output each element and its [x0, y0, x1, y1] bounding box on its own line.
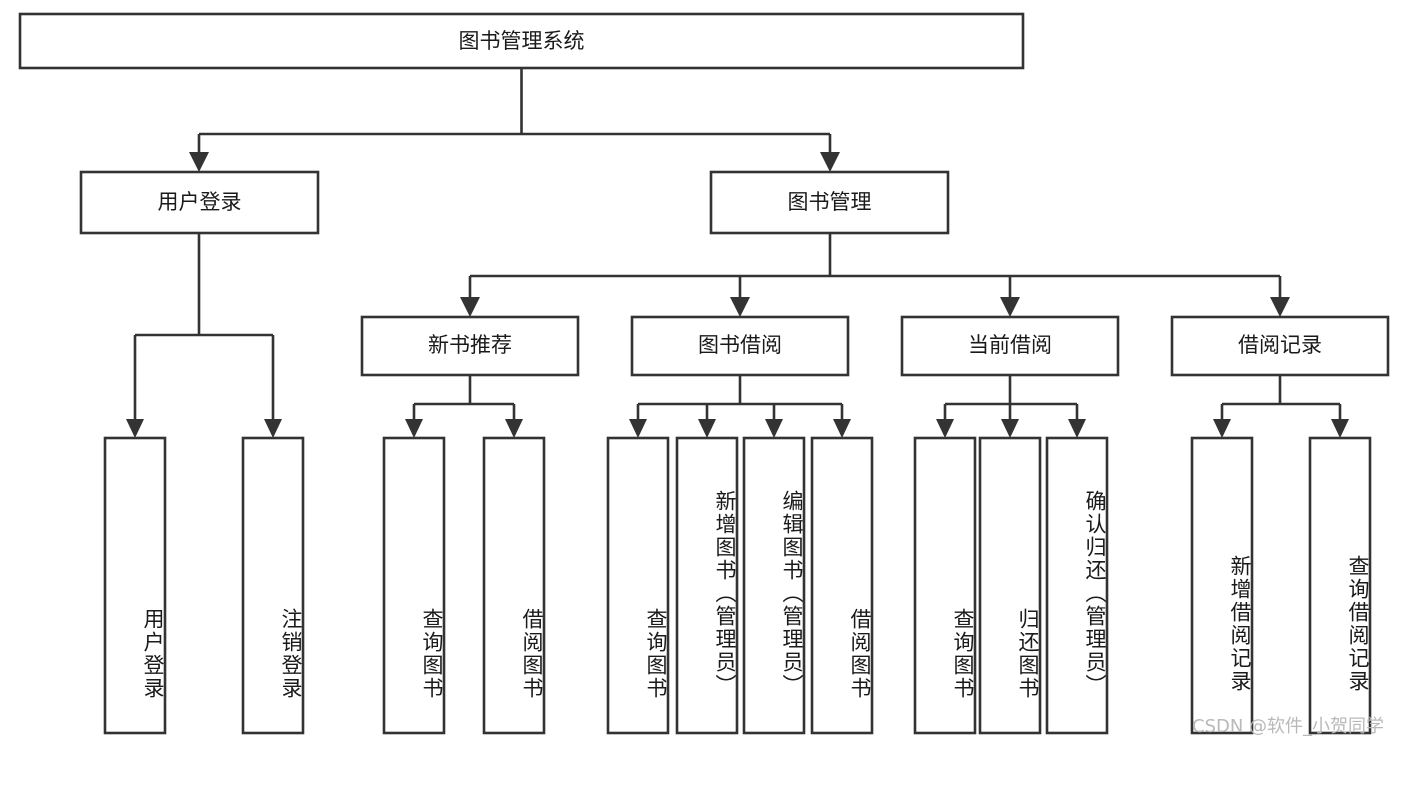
- leaf-box-borrow-record-1[interactable]: [1190, 436, 1254, 735]
- arrowhead-leaf-borrow-2: [698, 419, 716, 438]
- arrowhead-leaf-newbook-1: [405, 419, 423, 438]
- node-book-borrow-label: 图书借阅: [698, 333, 782, 357]
- node-book-borrow-box[interactable]: [630, 315, 850, 377]
- arrowhead-new-book: [460, 297, 480, 317]
- arrowhead-borrow-record: [1270, 297, 1290, 317]
- arrowhead-leaf-newbook-2: [505, 419, 523, 438]
- leaf-box-current-borrow-1[interactable]: [913, 436, 977, 735]
- arrowhead-leaf-record-1: [1213, 419, 1231, 438]
- node-book-mgmt-box[interactable]: [709, 170, 950, 235]
- arrowhead-leaf-user-2: [264, 419, 282, 438]
- leaf-box-user-login-2[interactable]: [241, 436, 305, 735]
- node-new-book-label: 新书推荐: [428, 333, 512, 357]
- arrowhead-leaf-borrow-1: [629, 419, 647, 438]
- leaf-box-borrow-record-2[interactable]: [1308, 436, 1372, 735]
- tree-diagram-svg: 图书管理系统 用户登录 图书管理 新书推荐 图书借阅 当前借阅 借阅记录: [18, 12, 1390, 735]
- node-borrow-record-box[interactable]: [1170, 315, 1390, 377]
- arrowhead-current-borrow: [1000, 297, 1020, 317]
- leaf-box-current-borrow-2[interactable]: [978, 436, 1042, 735]
- arrowhead-leaf-current-1: [936, 419, 954, 438]
- node-book-mgmt-label: 图书管理: [788, 190, 872, 214]
- node-user-login-box[interactable]: [79, 170, 320, 235]
- leaf-box-new-book-1[interactable]: [382, 436, 446, 735]
- leaf-box-book-borrow-3[interactable]: [742, 436, 806, 735]
- edges-layer: [133, 68, 1342, 419]
- node-user-login-label: 用户登录: [158, 190, 242, 214]
- node-borrow-record-label: 借阅记录: [1238, 333, 1322, 357]
- leaf-box-book-borrow-1[interactable]: [606, 436, 670, 735]
- arrowhead-leaf-current-3: [1068, 419, 1086, 438]
- leaf-box-user-login-1[interactable]: [103, 436, 167, 735]
- leaf-box-book-borrow-4[interactable]: [810, 436, 874, 735]
- arrowhead-leaf-current-2: [1001, 419, 1019, 438]
- nodes-layer: 图书管理系统 用户登录 图书管理 新书推荐 图书借阅 当前借阅 借阅记录: [18, 12, 1390, 735]
- arrowhead-user-login: [189, 152, 209, 172]
- node-root-label: 图书管理系统: [459, 29, 585, 53]
- csdn-watermark: CSDN @软件_小贺同学: [1192, 716, 1385, 737]
- arrowhead-leaf-borrow-3: [765, 419, 783, 438]
- arrowhead-book-borrow: [730, 297, 750, 317]
- arrowhead-leaf-user-1: [126, 419, 144, 438]
- arrowheads-layer: [126, 152, 1349, 438]
- diagram-canvas: 图书管理系统 用户登录 图书管理 新书推荐 图书借阅 当前借阅 借阅记录: [18, 12, 1390, 737]
- leaf-box-book-borrow-2[interactable]: [675, 436, 739, 735]
- leaf-box-new-book-2[interactable]: [482, 436, 546, 735]
- arrowhead-leaf-record-2: [1331, 419, 1349, 438]
- arrowhead-book-mgmt: [820, 152, 840, 172]
- node-current-borrow-label: 当前借阅: [968, 333, 1052, 357]
- node-current-borrow-box[interactable]: [900, 315, 1120, 377]
- arrowhead-leaf-borrow-4: [833, 419, 851, 438]
- node-root-box[interactable]: [18, 12, 1025, 70]
- node-new-book-box[interactable]: [360, 315, 580, 377]
- leaf-box-current-borrow-3[interactable]: [1045, 436, 1109, 735]
